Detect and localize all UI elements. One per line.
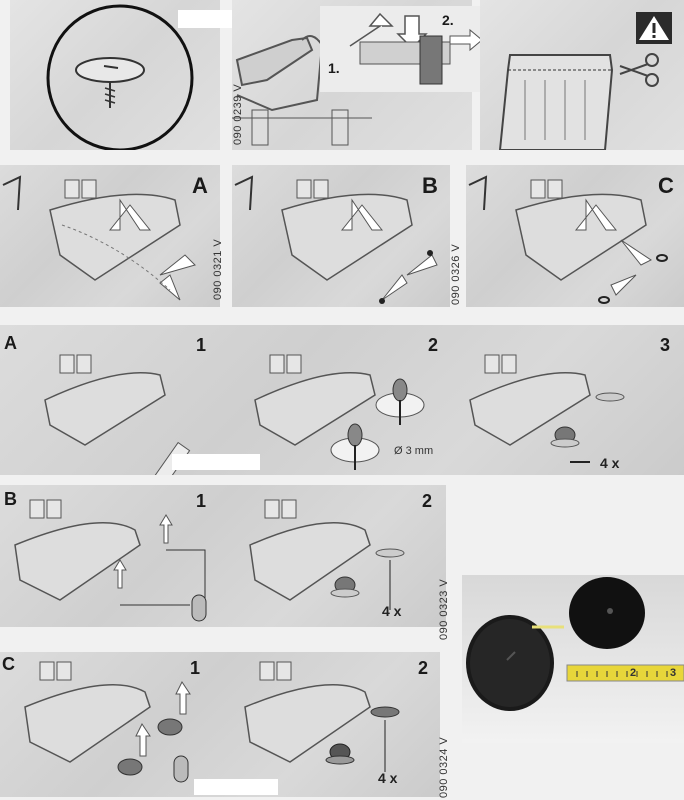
warning-panel xyxy=(480,0,684,150)
scissors-icon xyxy=(619,53,659,87)
view-label-a: A xyxy=(192,173,208,198)
figure-code: 090 0239 V xyxy=(232,83,244,145)
quantity-multiplier: 4 x xyxy=(378,770,398,786)
seat-cover-illustration xyxy=(498,53,659,150)
figure-code: 090 0324 V xyxy=(438,736,450,798)
section-b-panel: B 1 2 4 x xyxy=(0,485,446,627)
warning-triangle-icon xyxy=(636,12,672,44)
quantity-multiplier: 4 x xyxy=(600,455,620,471)
section-a-illustrations xyxy=(44,354,625,475)
inset-step-1: 1. xyxy=(328,60,340,76)
eye-icon xyxy=(468,175,488,211)
section-a-panel: A 1 2 3 Ø 3 mm 4 x xyxy=(0,325,684,475)
mat-view-illustration xyxy=(468,175,668,304)
eye-icon xyxy=(2,175,22,211)
step-number: 2 xyxy=(428,335,439,355)
carpet-fastener-photo xyxy=(466,577,684,711)
view-panel-a: A xyxy=(0,165,220,307)
section-label-c: C xyxy=(2,654,15,674)
redaction-box xyxy=(172,454,260,470)
tape-mark: 2 xyxy=(630,667,637,679)
step-number: 1 xyxy=(190,658,201,678)
view-label-b: B xyxy=(422,173,438,198)
redaction-box xyxy=(194,779,278,795)
view-panel-b: B xyxy=(232,165,450,307)
view-label-c: C xyxy=(658,173,674,198)
mat-view-illustration xyxy=(234,175,438,304)
section-c-panel: C 1 2 4 x xyxy=(0,652,440,797)
figure-code: 090 0321 V xyxy=(212,238,224,300)
fastener-photo: 2 3 xyxy=(462,575,684,743)
clip-release-illustration xyxy=(349,12,483,85)
tape-mark: 3 xyxy=(670,667,677,679)
section-label-b: B xyxy=(4,489,17,509)
step-number: 2 xyxy=(422,491,433,511)
mat-view-illustration xyxy=(2,175,196,301)
inset-clip-detail: 1. 2. xyxy=(320,6,488,92)
eye-icon xyxy=(234,175,254,211)
bracket-illustration xyxy=(232,35,372,146)
step-number: 3 xyxy=(660,335,671,355)
inset-step-2: 2. xyxy=(442,12,454,28)
step-number: 2 xyxy=(418,658,429,678)
drill-diameter: Ø 3 mm xyxy=(394,445,434,457)
section-c-illustrations xyxy=(24,661,400,783)
section-label-a: A xyxy=(4,333,17,353)
step-number: 1 xyxy=(196,491,207,511)
figure-code: 090 0326 V xyxy=(450,243,462,305)
view-panel-c: C xyxy=(466,165,684,307)
figure-code: 090 0323 V xyxy=(438,578,450,640)
step-number: 1 xyxy=(196,335,207,355)
quantity-multiplier: 4 x xyxy=(382,603,402,619)
section-b-illustrations xyxy=(14,499,405,622)
screw-button-icon xyxy=(46,4,194,150)
